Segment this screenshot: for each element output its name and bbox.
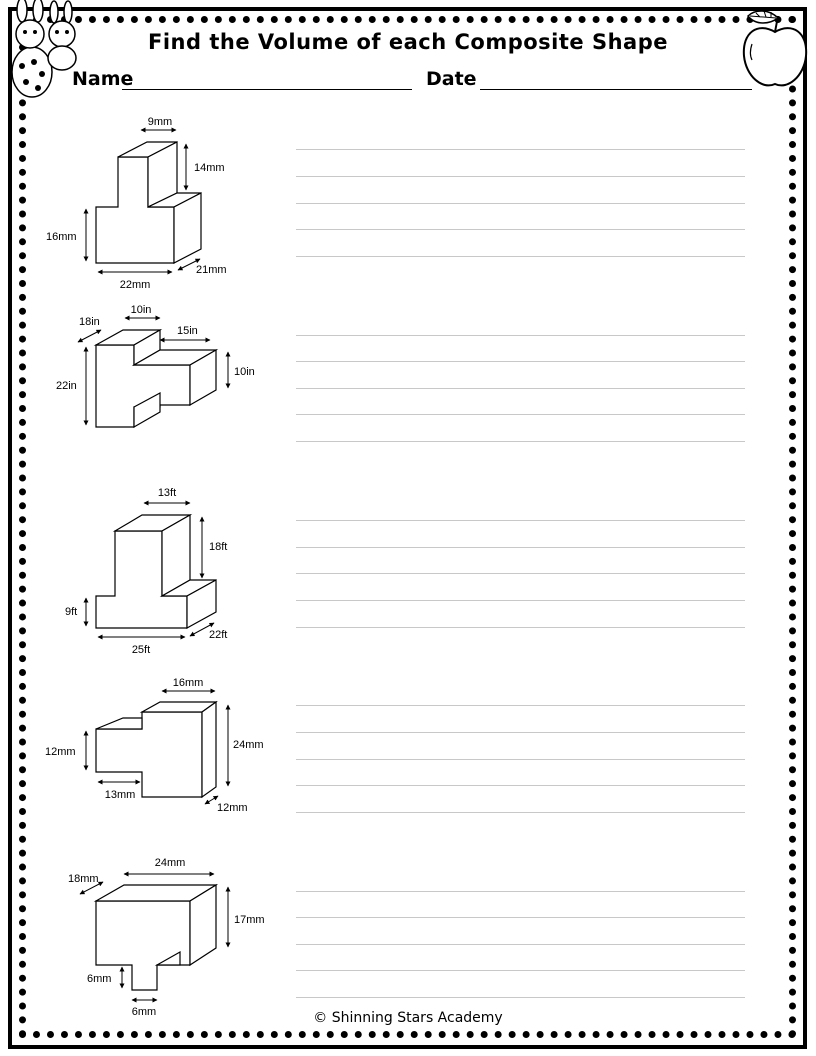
answer-line[interactable]: [296, 759, 745, 760]
dimension-label: 22ft: [209, 629, 227, 641]
copyright-footer: © Shinning Stars Academy: [313, 1010, 503, 1026]
dimension-label: 10in: [234, 366, 255, 378]
name-label: Name: [72, 68, 134, 90]
answer-line[interactable]: [296, 970, 745, 971]
figure-3: [95, 513, 217, 630]
answer-line[interactable]: [296, 441, 745, 442]
dimension-label: 22in: [56, 380, 77, 392]
answer-line[interactable]: [296, 203, 745, 204]
figure-4: [95, 700, 218, 799]
dimension-label: 14mm: [194, 162, 225, 174]
answer-line[interactable]: [296, 256, 745, 257]
answer-line[interactable]: [296, 627, 745, 628]
dimension-label: 18in: [79, 316, 100, 328]
dimension-label: 18mm: [68, 873, 99, 885]
answer-line[interactable]: [296, 149, 745, 150]
figure-2: [93, 328, 219, 429]
figures: 9mm 14mm 16mm 22mm 21mm 10in 18in 15in 2…: [45, 116, 265, 1018]
dimension-label: 17mm: [234, 914, 265, 926]
dimension-label: 12mm: [45, 746, 76, 758]
dimension-label: 6mm: [132, 1006, 156, 1018]
apple-icon: [742, 10, 808, 87]
figure-1: [95, 141, 202, 264]
answer-line[interactable]: [296, 812, 745, 813]
page-border: [8, 7, 807, 1049]
answer-line[interactable]: [296, 600, 745, 601]
dimension-label: 16mm: [46, 231, 77, 243]
date-label: Date: [426, 68, 477, 90]
dimension-label: 10in: [131, 304, 152, 316]
dimension-label: 9ft: [65, 606, 77, 618]
answer-line[interactable]: [296, 891, 745, 892]
answer-line[interactable]: [296, 997, 745, 998]
dimension-label: 15in: [177, 325, 198, 337]
dimension-label: 16mm: [173, 677, 204, 689]
answer-line[interactable]: [296, 573, 745, 574]
dimension-label: 21mm: [196, 264, 227, 276]
answer-line[interactable]: [296, 388, 745, 389]
date-field[interactable]: [480, 89, 752, 90]
answer-line[interactable]: [296, 547, 745, 548]
answer-line[interactable]: [296, 414, 745, 415]
dimension-label: 22mm: [120, 279, 151, 291]
name-field[interactable]: [122, 89, 412, 90]
dimension-label: 24mm: [233, 739, 264, 751]
dimension-label: 9mm: [148, 116, 172, 128]
answer-line[interactable]: [296, 732, 745, 733]
answer-line[interactable]: [296, 361, 745, 362]
answer-line[interactable]: [296, 335, 745, 336]
bunny-clipart-icon: [11, 0, 77, 98]
dimension-label: 24mm: [155, 857, 186, 869]
dimension-label: 13ft: [158, 487, 176, 499]
dimension-label: 13mm: [105, 789, 136, 801]
answer-line[interactable]: [296, 705, 745, 706]
dimension-label: 25ft: [132, 644, 150, 656]
dimension-label: 12mm: [217, 802, 248, 814]
dimension-label: 6mm: [87, 973, 111, 985]
figure-5: [93, 883, 219, 991]
answer-line[interactable]: [296, 785, 745, 786]
answer-line[interactable]: [296, 917, 745, 918]
answer-line[interactable]: [296, 944, 745, 945]
dotted-border: [19, 16, 796, 1038]
dimension-label: 18ft: [209, 541, 227, 553]
answer-line[interactable]: [296, 229, 745, 230]
answer-line[interactable]: [296, 176, 745, 177]
page-title: Find the Volume of each Composite Shape: [148, 30, 668, 54]
answer-line[interactable]: [296, 520, 745, 521]
